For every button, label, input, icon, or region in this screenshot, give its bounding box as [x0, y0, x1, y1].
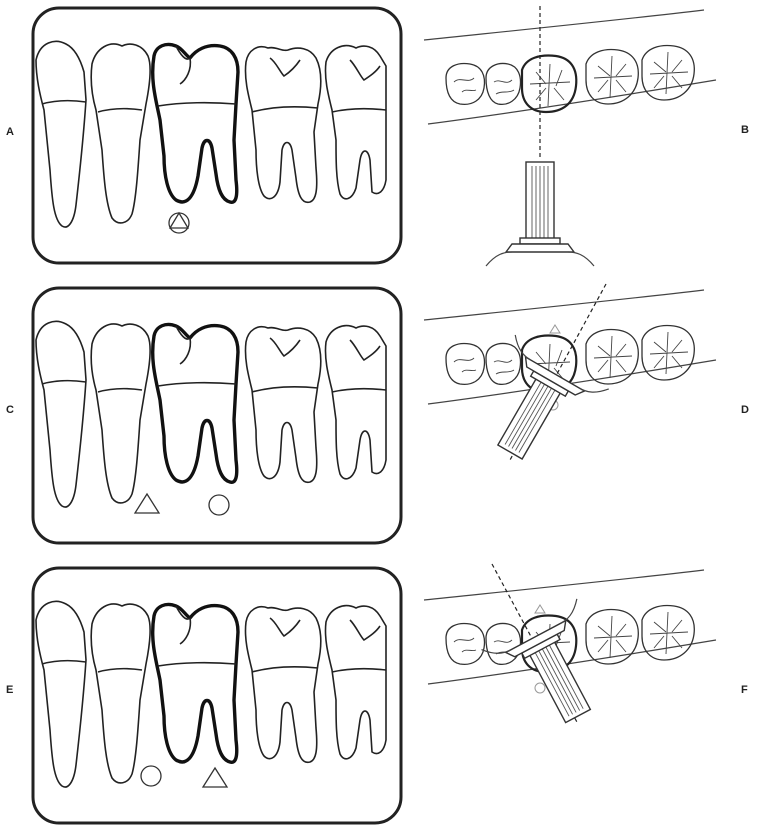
- occlusal-panel-B: [424, 6, 716, 266]
- bitewing-panel-E: [33, 568, 401, 823]
- bitewing-panel-A: [33, 8, 401, 263]
- bitewing-panel-C: [33, 288, 401, 543]
- dental-arch-B: [424, 10, 716, 124]
- occlusal-panel-D: [424, 284, 716, 479]
- triangle-marker-F: [535, 605, 545, 613]
- triangle-marker-D: [550, 325, 560, 333]
- xray-tube-B: [486, 162, 594, 266]
- xray-tube-D: [463, 335, 609, 479]
- circle-marker-F: [535, 683, 545, 693]
- xray-tube-F: [481, 599, 625, 742]
- dental-arch-F: [424, 570, 716, 684]
- occlusal-panel-F: [424, 564, 716, 741]
